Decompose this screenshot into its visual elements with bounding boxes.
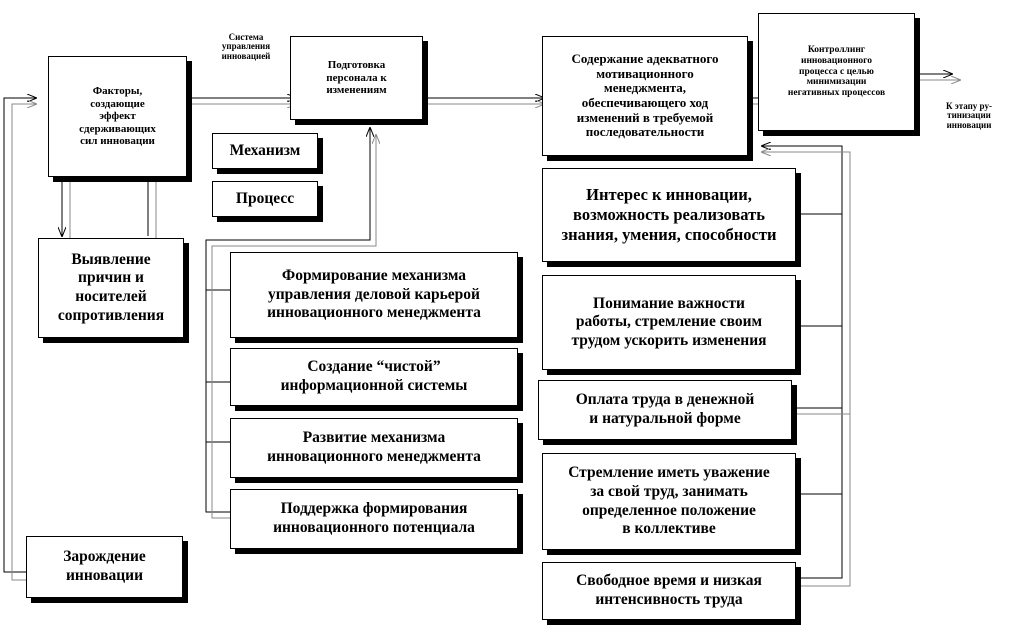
develop-box: Развитие механизма инновационного менедж…	[230, 418, 518, 478]
control-box: Контроллинг инновационного процесса с це…	[758, 13, 915, 131]
respect-box: Стремление иметь уважение за свой труд, …	[542, 453, 796, 550]
origin-box: Зарождение инновации	[26, 536, 183, 598]
career-box: Формирование механизма управления делово…	[230, 252, 518, 338]
system-label: Система управления инновацией	[221, 32, 271, 61]
interest-box: Интерес к инновации, возможность реализо…	[542, 168, 796, 262]
process-box: Процесс	[212, 181, 318, 217]
content-box: Содержание адекватного мотивационного ме…	[542, 36, 748, 156]
causes-box: Выявление причин и носителей сопротивлен…	[38, 238, 184, 338]
pay-box: Оплата труда в денежной и натуральной фо…	[538, 380, 792, 440]
freetime-box: Свободное время и низкая интенсивность т…	[542, 562, 796, 620]
prep-box: Подготовка персонала к изменениям	[290, 36, 423, 120]
infosys-box: Создание “чистой” информационной системы	[230, 348, 518, 406]
understanding-box: Понимание важности работы, стремление св…	[542, 275, 796, 370]
next-stage-label: К этапу ру- тинизации инновации	[946, 101, 992, 130]
factors-box: Факторы, создающие эффект сдерживающих с…	[48, 56, 187, 177]
potential-box: Поддержка формирования инновационного по…	[230, 489, 518, 549]
mechanism-box: Механизм	[212, 133, 318, 169]
